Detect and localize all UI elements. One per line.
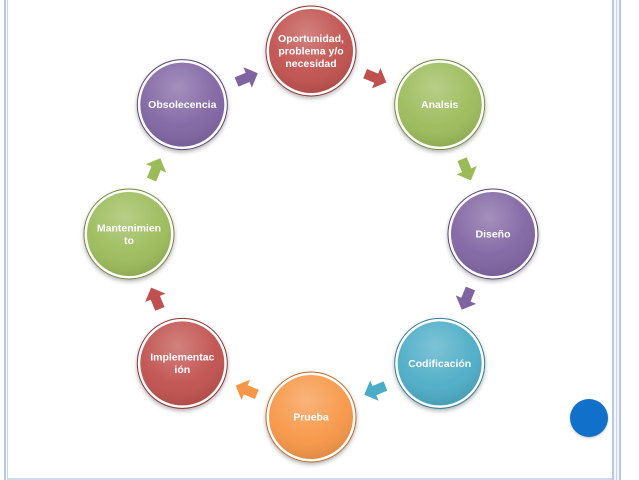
cycle-arrow-6: [145, 287, 166, 311]
node-gloss: [397, 62, 482, 147]
node-label-line: necesidad: [285, 58, 336, 70]
corner-dot-decoration: [570, 399, 608, 437]
node-label: Analsis: [421, 99, 459, 111]
cycle-arrow-8: [234, 67, 258, 88]
node-gloss: [397, 321, 482, 406]
node-label-line: Implementac: [150, 352, 214, 364]
node-gloss: [451, 192, 535, 276]
arrows-layer: [145, 67, 477, 401]
cycle-arrow-3: [455, 286, 477, 310]
node-gloss: [140, 62, 225, 147]
cycle-arrow-1: [363, 68, 387, 89]
node-gloss: [269, 9, 353, 93]
node-gloss: [269, 375, 353, 459]
node-label-line: problema y/o: [278, 46, 343, 58]
node-label-line: Oportunidad,: [278, 33, 344, 45]
node-gloss: [87, 192, 171, 276]
node-label: Prueba: [293, 412, 329, 424]
node-label-line: Codificación: [408, 358, 471, 370]
node-label-line: ión: [174, 364, 190, 376]
slide-bottom-line: [8, 478, 612, 480]
cycle-arrow-5: [235, 379, 259, 400]
slide-frame-right-inner: [616, 0, 617, 480]
node-label-line: Obsolecencia: [148, 99, 216, 111]
node-gloss: [140, 321, 225, 406]
node-label: Codificación: [408, 358, 471, 370]
slide-frame-left: [4, 0, 8, 480]
cycle-arrow-4: [364, 380, 388, 401]
node-label-line: Analsis: [421, 99, 459, 111]
node-label: Diseño: [475, 229, 510, 241]
cycle-arrow-7: [145, 158, 167, 182]
node-label-line: Diseño: [475, 229, 510, 241]
node-label-line: Prueba: [293, 412, 329, 424]
node-label: Obsolecencia: [148, 99, 216, 111]
node-label-line: Mantenimien: [97, 222, 161, 234]
node-label-line: to: [124, 235, 134, 247]
cycle-node-3: Diseño: [447, 188, 539, 280]
cycle-node-2: Analsis: [394, 59, 486, 151]
cycle-node-5: Prueba: [265, 371, 357, 463]
cycle-node-4: Codificación: [394, 317, 486, 409]
cycle-arrow-2: [456, 157, 477, 181]
cycle-node-8: Obsolecencia: [136, 59, 228, 151]
